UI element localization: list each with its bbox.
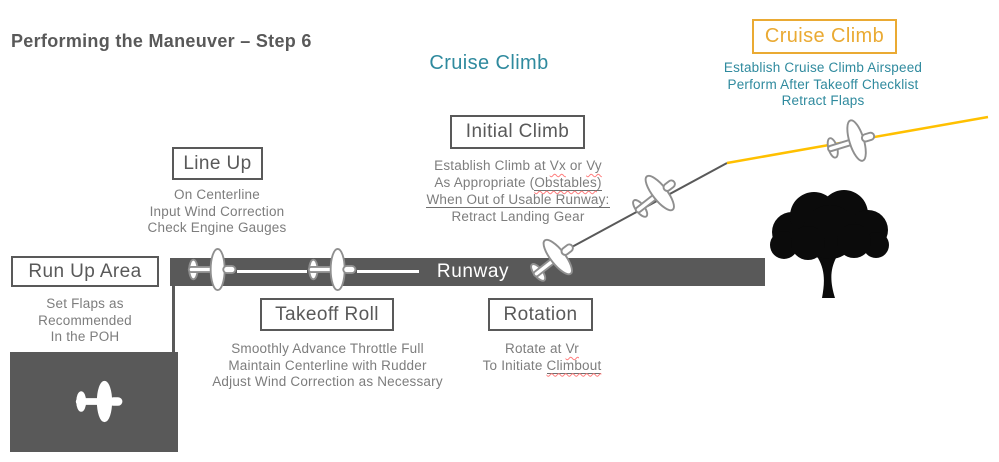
airplane-icon <box>187 248 237 291</box>
takeoff-roll-label-box: Takeoff Roll <box>260 298 394 331</box>
notes-line: Retract Landing Gear <box>451 209 585 224</box>
airplane-icon <box>530 238 574 282</box>
notes-line: In the POH <box>50 329 120 344</box>
rotation-label-box: Rotation <box>488 298 593 331</box>
notes-line: On Centerline <box>174 187 260 202</box>
airplane-icon <box>307 248 357 291</box>
runway-centerline-dash <box>237 270 307 273</box>
initial-climb-notes: Establish Climb at Vx or Vy As Appropriat… <box>393 157 643 225</box>
taxiway-line <box>172 286 175 352</box>
line-up-label-box: Line Up <box>172 147 263 180</box>
notes-line: Retract Flaps <box>781 93 865 108</box>
airplane-icon <box>826 119 876 162</box>
cruise-climb-path-heading: Cruise Climb <box>429 52 549 74</box>
run-up-area-label-box: Run Up Area <box>11 256 159 287</box>
cruise-climb-label-box: Cruise Climb <box>752 19 897 54</box>
page-title: Performing the Maneuver – Step 6 <box>11 31 312 51</box>
notes-line: Input Wind Correction <box>149 203 285 219</box>
notes-line: Establish Climb at Vx or Vy <box>434 158 602 173</box>
notes-line: Rotate at Vr <box>505 341 579 356</box>
notes-line: Maintain Centerline with Rudder <box>228 357 427 373</box>
notes-line: Recommended <box>38 312 132 328</box>
runway-label: Runway <box>436 261 510 282</box>
notes-line: When Out of Usable Runway: <box>426 192 610 208</box>
tree-icon <box>770 190 889 298</box>
notes-line: Check Engine Gauges <box>147 220 287 235</box>
airplane-icon <box>75 380 123 423</box>
runway-centerline-dash <box>357 270 419 273</box>
notes-line: Smoothly Advance Throttle Full <box>231 341 424 356</box>
airplane-icon <box>632 174 676 218</box>
notes-line: Adjust Wind Correction as Necessary <box>212 374 443 389</box>
notes-line: To Initiate Climbout <box>482 357 602 374</box>
notes-line: Perform After Takeoff Checklist <box>727 76 919 92</box>
initial-climb-label-box: Initial Climb <box>450 115 585 149</box>
notes-line: Establish Cruise Climb Airspeed <box>723 60 923 75</box>
notes-line: As Appropriate (Obstables) <box>434 175 602 191</box>
notes-line: Set Flaps as <box>46 296 124 311</box>
